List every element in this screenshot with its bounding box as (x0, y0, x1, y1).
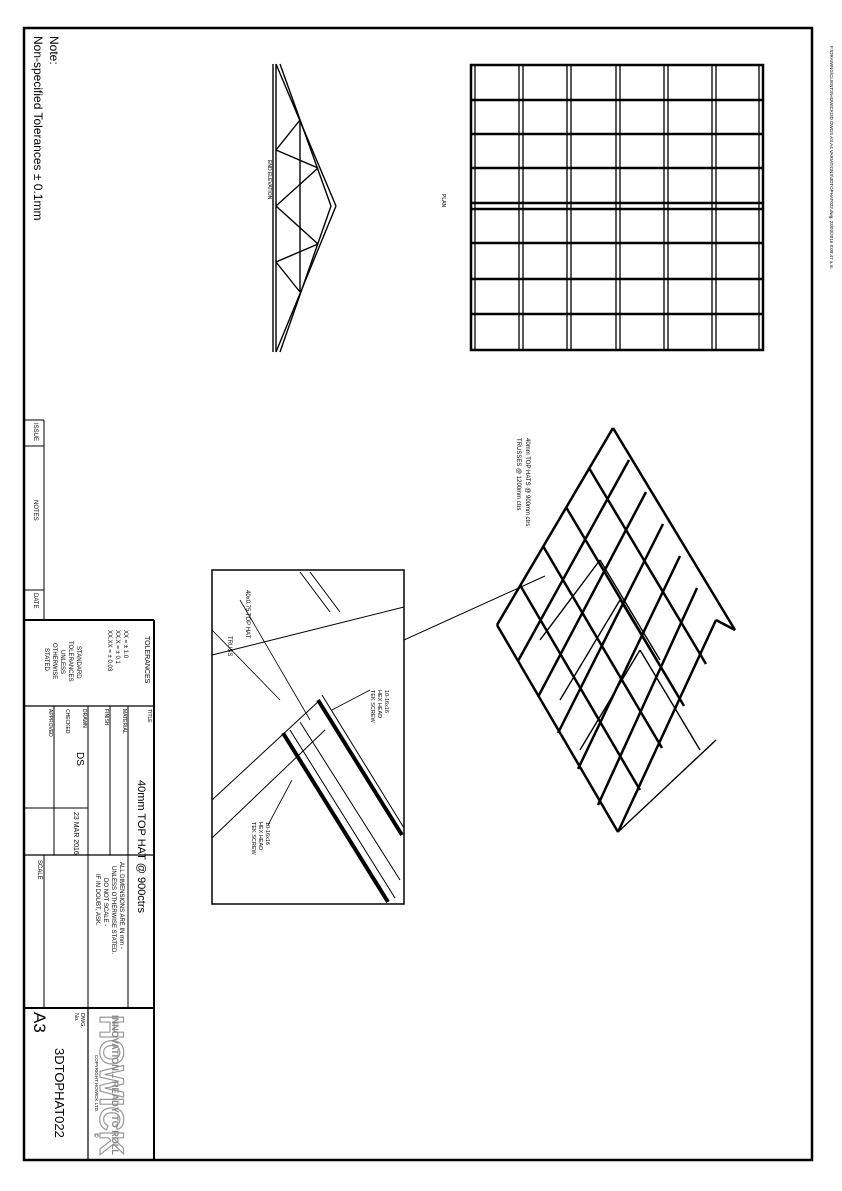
svg-text:INNOVATION... READY TO ROLL: INNOVATION... READY TO ROLL (110, 1015, 120, 1156)
tolerance-standard-5: STATED (43, 648, 49, 671)
tolerance-xx: XX = ± 1.0 (122, 630, 128, 659)
screw-top-line-2: HEX HEAD (376, 690, 382, 719)
howick-logo: HOWICK INNOVATION... READY TO ROLL (91, 1014, 130, 1156)
tolerance-standard-2: TOLERANCES (67, 641, 73, 682)
revision-notes-label: NOTES (32, 500, 38, 521)
title-label: TITLE (146, 709, 152, 723)
plan-view (469, 63, 765, 352)
drawing-title: 40mm TOP HAT @ 900ctrs (135, 780, 147, 914)
scale-label: SCALE (36, 860, 42, 880)
plan-label: PLAN (440, 194, 446, 208)
date-value: 23 MAR 2016 (72, 812, 79, 855)
svg-text:HOWICK: HOWICK (92, 1015, 130, 1155)
dims-note-2: UNLESS OTHERWISE STATED. (110, 866, 116, 955)
drawing-number: 3DTOPHAT022 (52, 1048, 67, 1138)
dims-note-3: DO NOT SCALE - (102, 878, 108, 927)
detail-tophat-label: 40x0.75 TOP HAT (244, 590, 250, 639)
tolerances-title: TOLERANCES (143, 636, 150, 684)
drawing-border (22, 26, 814, 1162)
tolerance-standard-4: OTHERWISE (51, 643, 57, 680)
drawn-label: DRAWN (81, 709, 87, 728)
material-label: MATERIAL (121, 709, 127, 734)
isometric-view (495, 427, 737, 833)
screw-bottom-line-1: 10-16x16 (264, 822, 270, 845)
copyright-text: COPYRIGHT HOWICK LTD. (94, 1055, 99, 1113)
iso-spec-line-1: 40mm TOP HATS @ 900mm ctrs (524, 438, 530, 527)
note-tolerances: Non-specified Tolerances ± 0.1mm (31, 36, 45, 221)
tolerance-xxxx: XX.XX = ± 0.03 (106, 630, 112, 672)
detail-view (211, 569, 405, 905)
end-elevation-label: END ELEVATION (266, 160, 272, 200)
screw-bottom-line-2: HEX HEAD (257, 822, 263, 851)
screw-top-line-3: TEK SCREW (369, 690, 375, 723)
copyright-symbol-icon: © (92, 1133, 98, 1138)
revision-issue-label: ISSUE (32, 423, 38, 442)
finish-label: FINISH (103, 709, 109, 726)
approved-label: APPROVED (47, 709, 53, 737)
dims-note-1: ALL DIMENSIONS ARE IN mm - (118, 862, 124, 949)
screw-bottom-line-3: TEK SCREW (250, 822, 256, 855)
dims-note-4: IF IN DOUBT, ASK. (94, 874, 100, 926)
tolerance-xxx: XX.X = ± 0.1 (114, 630, 120, 664)
checked-label: CHECKED (64, 709, 70, 734)
note-heading: Note: (47, 36, 61, 65)
tolerance-standard-1: STANDARD (75, 646, 81, 679)
drawn-by-value: DS (74, 752, 85, 766)
end-elevation-view (272, 63, 337, 353)
screw-top-line-1: 10-16x16 (383, 690, 389, 713)
detail-truss-label: TRUSS (226, 636, 232, 657)
dwg-no-label: DWG. No. (73, 1013, 86, 1028)
file-path-text: F:\DRAWING\CLIENTS\HOWICK\3D DWGS AS A4 … (829, 46, 834, 270)
detail-leader (403, 575, 546, 641)
sheet-size: A3 (30, 1012, 49, 1033)
title-block (24, 419, 155, 1160)
revision-date-label: DATE (32, 593, 38, 609)
tolerance-standard-3: UNLESS (59, 650, 65, 675)
iso-spec-line-2: TRUSSES @ 1200mm ctrs (515, 438, 521, 511)
